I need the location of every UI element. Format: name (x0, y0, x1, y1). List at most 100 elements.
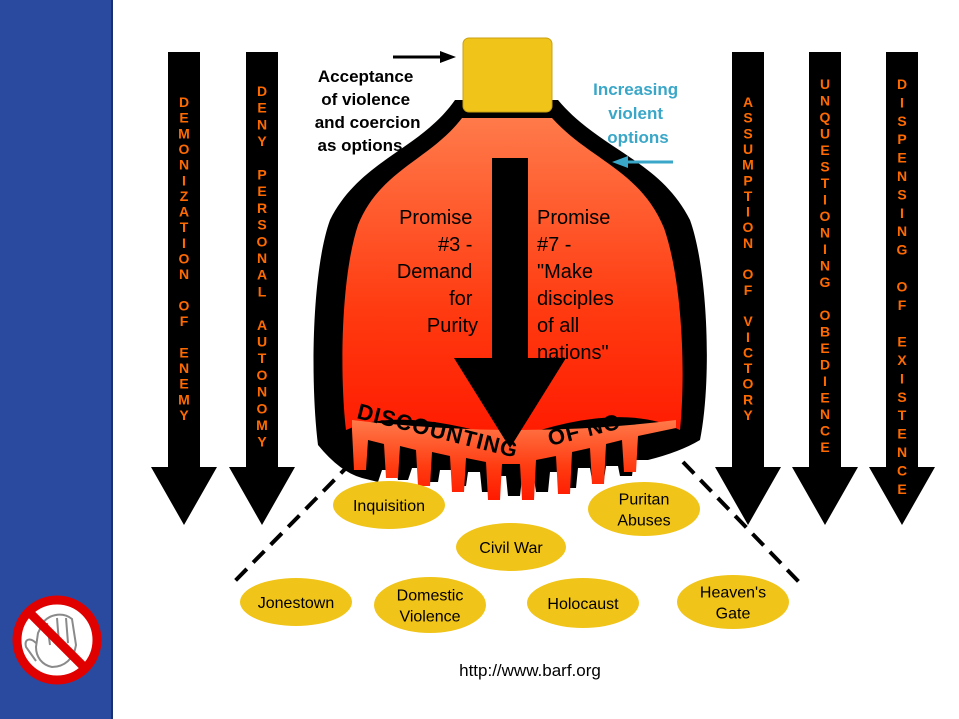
vertical-arrow-4: UNQUESTIONINGOBEDIENCEUNQUESTIONING OBED… (792, 52, 858, 525)
arrow-letter: N (897, 444, 907, 460)
arrow-letter: E (179, 110, 188, 126)
arrow-letter: V (743, 313, 753, 329)
arrow-letter: O (743, 266, 754, 282)
arrow-letter: I (182, 172, 186, 188)
outcome-ellipse: Civil War (456, 523, 566, 571)
arrow-letter: A (257, 267, 267, 283)
arrow-letter: Q (820, 109, 831, 125)
arrow-letter: G (820, 274, 831, 290)
arrow-letter: N (179, 157, 189, 173)
outcome-label: Heaven's (700, 585, 766, 602)
outcome-label: Civil War (479, 540, 543, 557)
arrow-letter: E (820, 390, 829, 406)
promise-7-label: Promise #7 - "Make disciples of all nati… (537, 207, 619, 364)
arrow-letter: M (178, 391, 190, 407)
arrow-letter: G (897, 242, 908, 258)
arrow-letter: O (820, 208, 831, 224)
arrow-letter: E (897, 426, 906, 442)
outcome-label: Violence (399, 609, 460, 626)
arrow-letter: I (900, 205, 904, 221)
outcome-label: Abuses (617, 513, 670, 530)
arrow-letter: N (179, 266, 189, 282)
arrow-letter: D (820, 357, 830, 373)
outcome-label: Jonestown (258, 595, 335, 612)
arrow-letter: P (743, 172, 752, 188)
arrow-letter: S (897, 186, 906, 202)
arrow-letter: A (257, 317, 267, 333)
promise-3-label: Promise #3 - Demand for Purity (397, 207, 478, 337)
arrow-letter: U (820, 126, 830, 142)
arrow-letter: Y (257, 434, 267, 450)
arrow-letter: C (897, 462, 907, 478)
arrow-letter: O (897, 278, 908, 294)
arrow-letter: E (820, 439, 829, 455)
dashed-line-left (231, 460, 354, 585)
arrow-letter: N (257, 384, 267, 400)
acceptance-label: Acceptance of violence and coercion as o… (315, 67, 426, 155)
arrow-letter: N (820, 258, 830, 274)
arrow-letter: N (820, 93, 830, 109)
flame-drips (352, 420, 676, 500)
arrow-letter: O (257, 400, 268, 416)
arrow-letter: O (257, 367, 268, 383)
arrow-letter: O (179, 141, 190, 157)
arrow-letter: O (179, 251, 190, 267)
arrow-letter: S (820, 159, 829, 175)
arrow-letter: O (743, 219, 754, 235)
arrow-letter: N (897, 223, 907, 239)
arrow-letter: P (897, 131, 906, 147)
arrow-letter: I (823, 192, 827, 208)
outcome-label: Domestic (397, 588, 464, 605)
central-down-arrow (454, 158, 566, 448)
arrow-letter: I (900, 370, 904, 386)
outcome-label: Holocaust (547, 596, 619, 613)
arrow-letter: E (897, 150, 906, 166)
arrow-letter: N (743, 235, 753, 251)
arrow-letter: A (743, 94, 753, 110)
flask-cap (462, 37, 553, 113)
arrow-letter: I (746, 329, 750, 345)
outcome-label: Inquisition (353, 498, 425, 515)
outcome-label: Puritan (619, 492, 670, 509)
arrow-letter: S (897, 389, 906, 405)
pointer-arrow-right (393, 51, 456, 63)
arrow-letter: D (257, 83, 267, 99)
arrow-letter: E (820, 340, 829, 356)
arrow-letter: T (744, 360, 753, 376)
arrow-letter: U (743, 141, 753, 157)
arrow-letter: O (179, 297, 190, 313)
arrow-letter: F (744, 282, 753, 298)
arrow-letter: I (900, 94, 904, 110)
arrow-letter: E (897, 334, 906, 350)
arrow-letter: D (179, 94, 189, 110)
arrow-letter: E (257, 183, 266, 199)
arrow-letter: O (743, 376, 754, 392)
vertical-arrow-5: DISPENSINGOFEXISTENCEDISPENSING OF EXIST… (869, 52, 935, 525)
arrow-letter: S (743, 110, 752, 126)
arrow-letter: E (897, 481, 906, 497)
increasing-label: Increasing violent options (593, 80, 683, 147)
arrow-letter: T (898, 407, 907, 423)
arrow-letter: E (820, 142, 829, 158)
arrow-letter: U (257, 334, 267, 350)
arrow-letter: T (180, 219, 189, 235)
arrow-letter: N (257, 116, 267, 132)
outcome-label: Gate (716, 606, 751, 623)
pointer-arrow-left (612, 156, 673, 168)
arrow-letter: P (257, 167, 266, 183)
arrow-letter: N (820, 225, 830, 241)
arrow-letter: F (898, 297, 907, 313)
arrow-letter: N (257, 250, 267, 266)
arrow-letter: I (746, 204, 750, 220)
arrow-letter: E (179, 344, 188, 360)
arrow-letter: X (897, 352, 907, 368)
arrow-letter: E (257, 100, 266, 116)
source-url[interactable]: http://www.barf.org (459, 661, 601, 680)
arrow-letter: R (257, 200, 267, 216)
